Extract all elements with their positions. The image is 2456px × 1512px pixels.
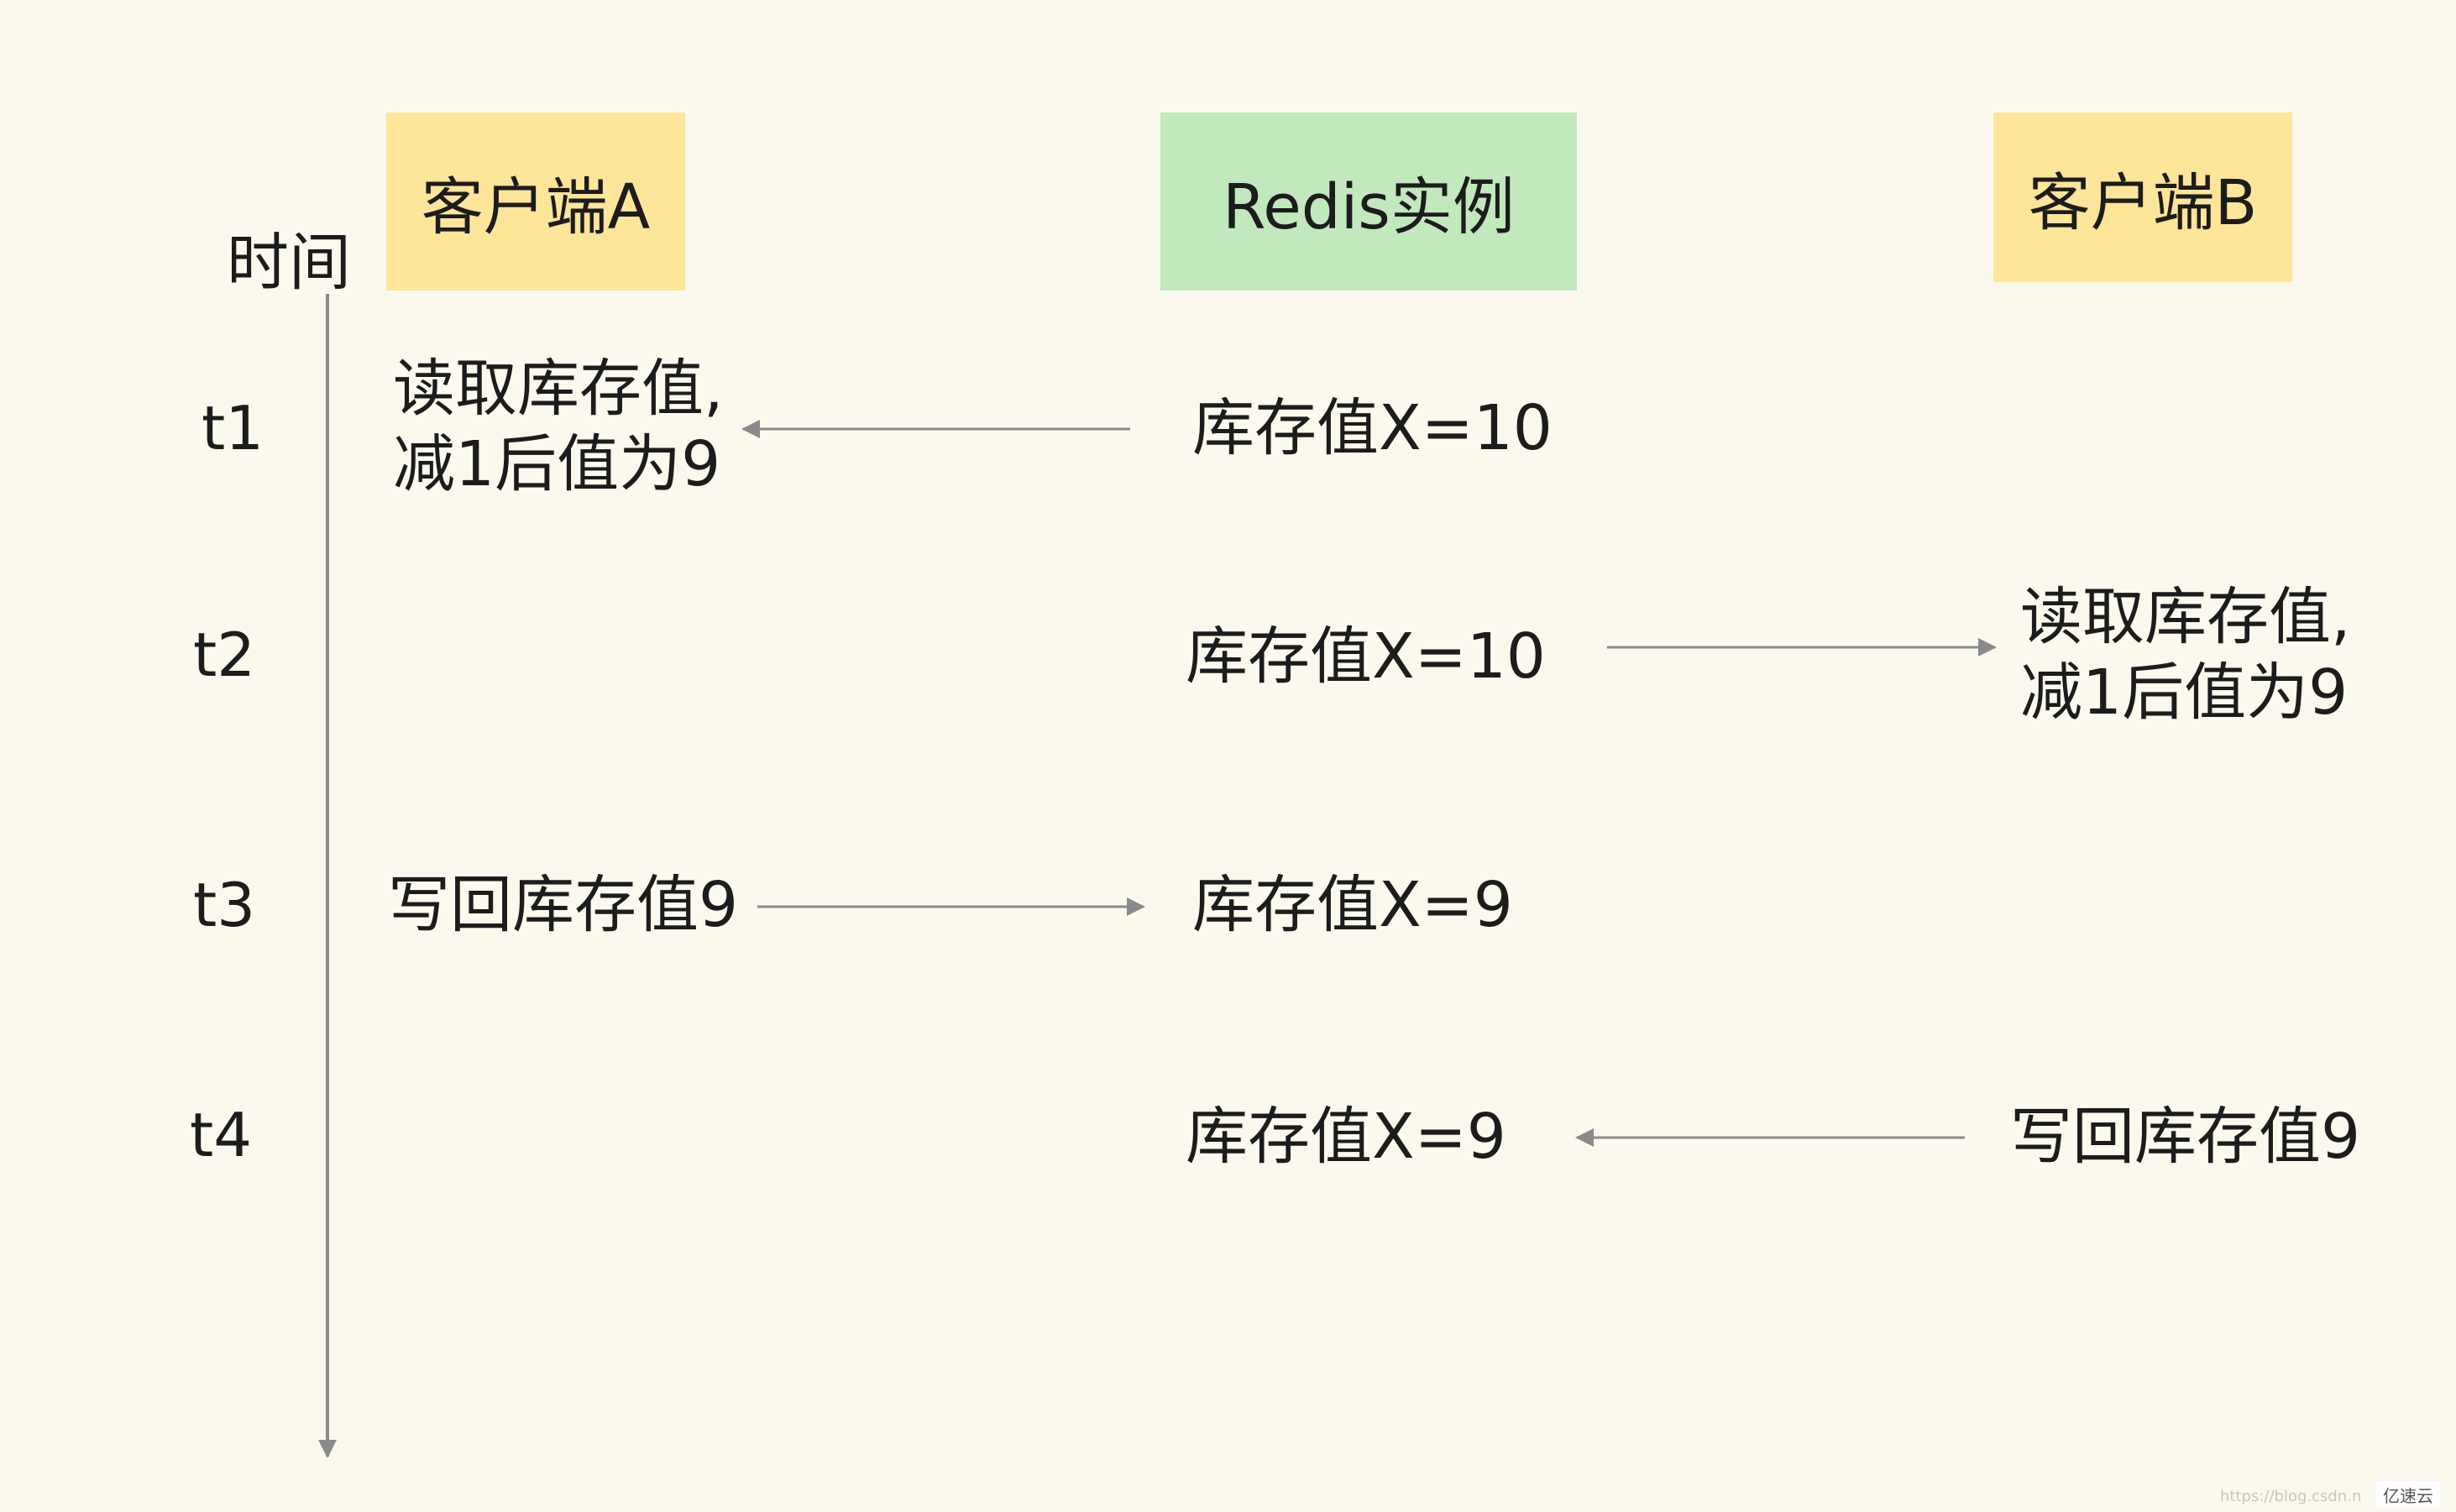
client-a-label: 客户端A <box>421 170 651 243</box>
t3-client-a-text: 写回库存值9 <box>388 869 739 941</box>
t1-redis-text: 库存值X=10 <box>1192 392 1553 464</box>
time-axis-label: 时间 <box>227 227 351 299</box>
t1-client-a-line1: 读取库存值, <box>393 353 724 425</box>
t4-redis-text: 库存值X=9 <box>1186 1101 1506 1173</box>
t4-client-b-text: 写回库存值9 <box>2010 1101 2361 1173</box>
client-a-header: 客户端A <box>386 112 685 290</box>
site-logo: 亿速云 <box>2376 1481 2440 1509</box>
t2-client-b-text: 读取库存值, 减1后值为9 <box>2020 579 2351 731</box>
time-label-t4: t4 <box>190 1100 253 1170</box>
t3-redis-text: 库存值X=9 <box>1192 869 1513 941</box>
time-label-t1: t1 <box>202 393 264 463</box>
t2-redis-text: 库存值X=10 <box>1186 620 1546 693</box>
redis-label: Redis实例 <box>1223 170 1515 243</box>
redis-header: Redis实例 <box>1160 112 1577 290</box>
client-b-label: 客户端B <box>2028 166 2258 239</box>
client-b-header: 客户端B <box>1993 112 2292 282</box>
t2-client-b-line2: 减1后值为9 <box>2020 657 2349 730</box>
t2-client-b-line1: 读取库存值, <box>2020 581 2351 653</box>
t1-client-a-line2: 减1后值为9 <box>393 428 721 501</box>
time-label-t3: t3 <box>193 870 256 940</box>
watermark-url: https://blog.csdn.n <box>2220 1488 2362 1505</box>
time-label-t2: t2 <box>193 620 256 690</box>
t1-client-a-text: 读取库存值, 减1后值为9 <box>393 351 724 503</box>
